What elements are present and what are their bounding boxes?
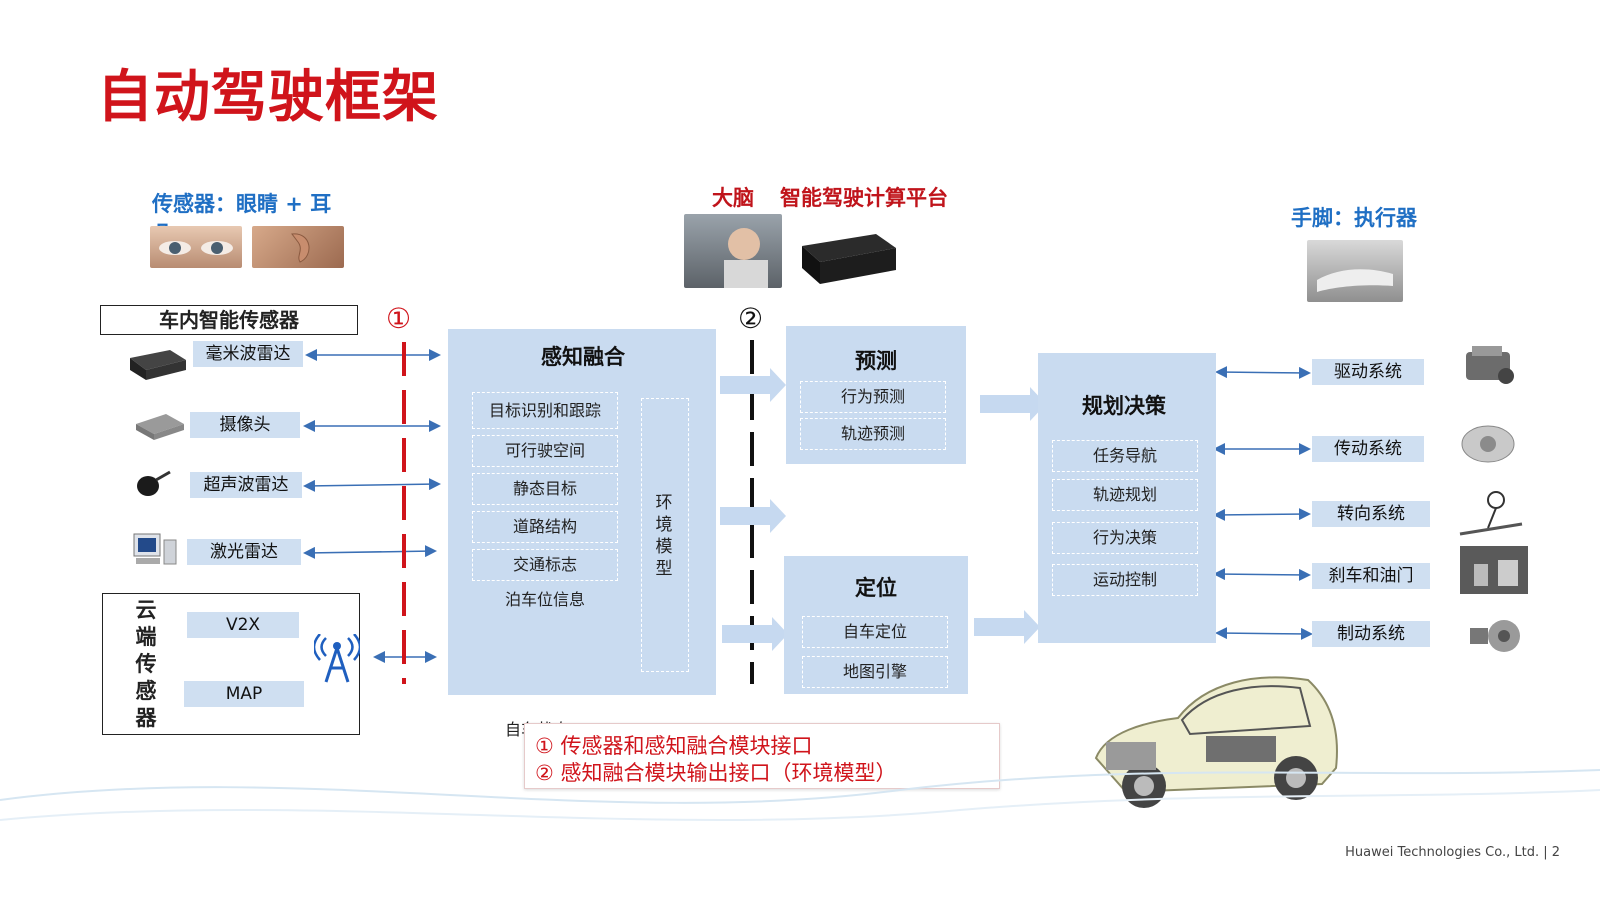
eyes-image <box>150 226 242 268</box>
interface-2-marker: ② <box>738 302 764 335</box>
arrow-middle <box>720 499 786 533</box>
legend-box: ① 传感器和感知融合模块接口 ② 感知融合模块输出接口（环境模型） <box>524 723 1000 789</box>
perception-fusion-panel <box>448 329 716 695</box>
camera-module-icon <box>136 414 184 440</box>
localization-title: 定位 <box>855 576 897 600</box>
footer-copyright: Huawei Technologies Co., Ltd. | 2 <box>1345 845 1560 860</box>
driver-head-icon <box>724 228 768 288</box>
planning-title: 规划决策 <box>1082 394 1166 418</box>
arrow-to-prediction <box>720 368 786 402</box>
cloud-sensors-box <box>102 593 360 735</box>
interface-1-marker: ① <box>386 302 412 335</box>
car-cutaway-icon <box>1094 676 1338 808</box>
steering-icon <box>1459 491 1523 536</box>
arrow-localization-to-planning <box>974 610 1040 644</box>
actuator-steering: 转向系统 <box>1312 501 1430 527</box>
localization-panel <box>784 556 968 694</box>
arrow-to-localization <box>722 617 788 651</box>
sensor-mmwave-radar: 毫米波雷达 <box>193 341 303 367</box>
hand-image <box>1307 240 1403 302</box>
legend-line-1: ① 传感器和感知融合模块接口 <box>535 734 813 758</box>
ear-image <box>252 226 344 268</box>
planning-item-behavior-decision: 行为决策 <box>1052 522 1198 554</box>
radar-device-icon <box>130 350 186 380</box>
planning-item-motion-control: 运动控制 <box>1052 564 1198 596</box>
hand-icon <box>1317 269 1393 292</box>
brain-label: 大脑 <box>712 186 754 210</box>
cloud-sensors-heading: 云端传感器 <box>135 598 157 730</box>
brake-system-icon <box>1470 620 1520 652</box>
sensor-lidar: 激光雷达 <box>187 539 301 565</box>
transmission-icon <box>1461 425 1515 463</box>
planning-item-trajectory: 轨迹规划 <box>1052 479 1198 511</box>
actuator-transmission: 传动系统 <box>1312 436 1424 462</box>
perception-item-traffic-signs: 交通标志 <box>472 549 618 581</box>
compute-box-icon <box>802 234 896 284</box>
lidar-device-icon <box>133 533 177 565</box>
environment-model-label: 环境模型 <box>655 493 673 579</box>
sensor-ultrasonic-radar: 超声波雷达 <box>190 472 302 498</box>
prediction-item-trajectory: 轨迹预测 <box>800 418 946 450</box>
prediction-panel <box>786 326 966 464</box>
actuator-braking-system: 制动系统 <box>1312 621 1430 647</box>
compute-platform-image <box>796 226 900 288</box>
cloud-v2x: V2X <box>187 612 299 638</box>
legend-line-2: ② 感知融合模块输出接口（环境模型） <box>535 761 897 785</box>
perception-item-parking-slot: 泊车位信息 <box>504 590 585 609</box>
perception-item-drivable-space: 可行驶空间 <box>472 435 618 467</box>
localization-item-ego: 自车定位 <box>802 616 948 648</box>
actuator-brake-throttle: 刹车和油门 <box>1312 563 1430 589</box>
actuators-heading: 手脚：执行器 <box>1291 206 1417 230</box>
antenna-tower-icon <box>314 634 360 683</box>
in-vehicle-sensors-heading: 车内智能传感器 <box>100 305 358 335</box>
perception-items-column: 目标识别和跟踪 可行驶空间 静态目标 道路结构 交通标志 泊车位信息 <box>472 392 618 672</box>
driver-image <box>684 214 782 288</box>
ultrasonic-sensor-icon <box>137 470 171 496</box>
ear-icon <box>291 233 310 263</box>
perception-item-target-tracking: 目标识别和跟踪 <box>472 392 618 429</box>
planning-panel <box>1038 353 1216 643</box>
background-wave <box>0 769 1600 821</box>
cloud-map: MAP <box>184 681 304 707</box>
sensors-heading: 传感器：眼睛 + 耳朵 <box>152 192 332 246</box>
platform-label: 智能驾驶计算平台 <box>780 186 948 210</box>
perception-item-static-targets: 静态目标 <box>472 473 618 505</box>
environment-model-box <box>641 398 689 672</box>
engine-icon <box>1466 346 1514 384</box>
prediction-item-behavior: 行为预测 <box>800 381 946 413</box>
perception-fusion-title: 感知融合 <box>541 345 625 369</box>
actuator-drive-system: 驱动系统 <box>1312 359 1424 385</box>
planning-item-navigation: 任务导航 <box>1052 440 1198 472</box>
page-title: 自动驾驶框架 <box>97 65 439 130</box>
perception-item-road-structure: 道路结构 <box>472 511 618 543</box>
eyes-icon <box>159 241 233 255</box>
sensor-camera: 摄像头 <box>190 412 300 438</box>
prediction-title: 预测 <box>855 349 897 373</box>
pedals-icon <box>1460 546 1528 594</box>
arrow-prediction-to-planning <box>980 387 1046 421</box>
localization-item-map-engine: 地图引擎 <box>802 656 948 688</box>
